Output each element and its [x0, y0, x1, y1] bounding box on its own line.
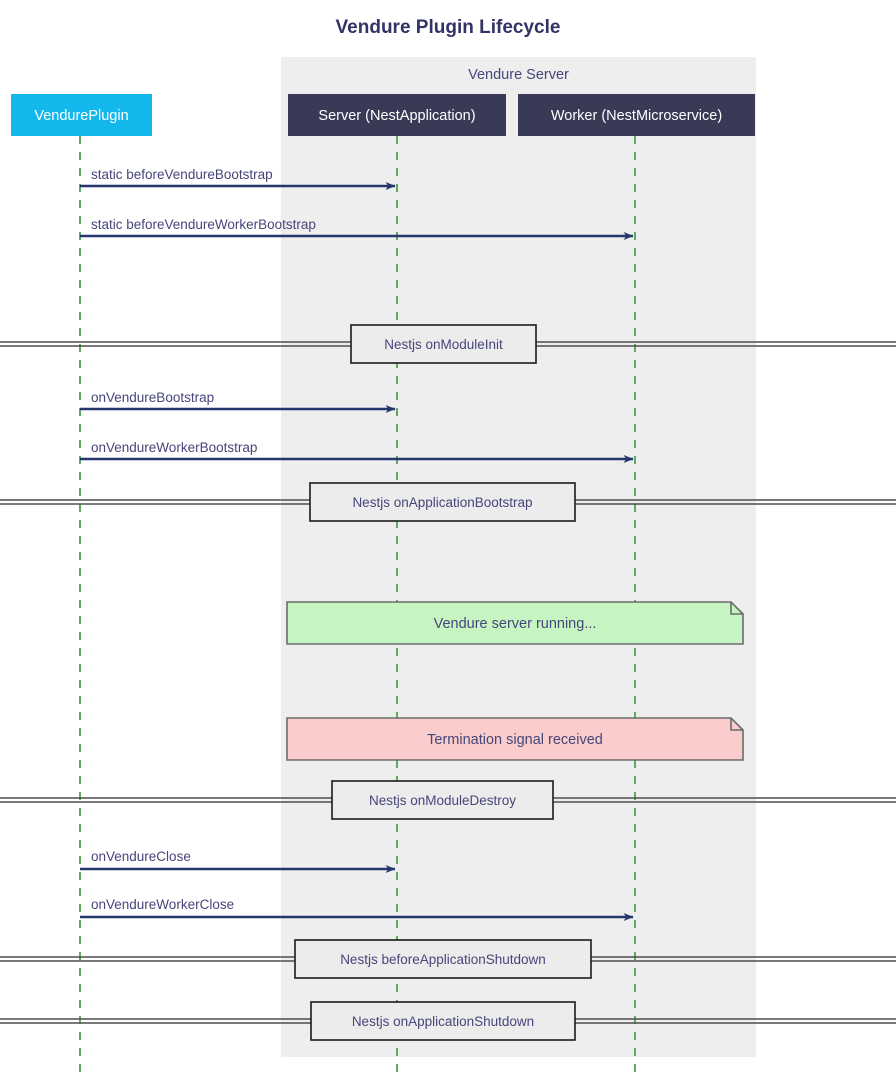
divider-1: Nestjs onApplicationBootstrap	[0, 482, 896, 522]
message-2: onVendureBootstrap	[80, 390, 396, 413]
message-label-2: onVendureBootstrap	[91, 390, 214, 405]
divider-label-2: Nestjs onModuleDestroy	[369, 793, 516, 808]
divider-label-4: Nestjs onApplicationShutdown	[352, 1014, 534, 1029]
note-0: Vendure server running...	[286, 601, 744, 645]
note-1: Termination signal received	[286, 717, 744, 761]
divider-label-3: Nestjs beforeApplicationShutdown	[340, 952, 546, 967]
note-label-1: Termination signal received	[427, 732, 603, 748]
divider-3: Nestjs beforeApplicationShutdown	[0, 939, 896, 979]
message-label-4: onVendureClose	[91, 849, 191, 864]
participant-plugin[interactable]: VendurePlugin	[11, 94, 152, 136]
message-0: static beforeVendureBootstrap	[80, 167, 396, 190]
message-label-0: static beforeVendureBootstrap	[91, 167, 273, 182]
group-background	[281, 57, 756, 1057]
page-title: Vendure Plugin Lifecycle	[336, 17, 561, 38]
message-5: onVendureWorkerClose	[80, 897, 634, 921]
participant-box-server[interactable]	[288, 94, 506, 136]
message-label-3: onVendureWorkerBootstrap	[91, 440, 257, 455]
divider-label-0: Nestjs onModuleInit	[384, 337, 503, 352]
message-3: onVendureWorkerBootstrap	[80, 440, 634, 463]
message-label-1: static beforeVendureWorkerBootstrap	[91, 217, 316, 232]
note-fold-0	[730, 602, 743, 615]
message-1: static beforeVendureWorkerBootstrap	[80, 217, 634, 240]
participant-server[interactable]: Server (NestApplication)	[288, 94, 506, 136]
divider-box-0	[350, 324, 537, 364]
divider-box-2	[331, 780, 554, 820]
participants: VendurePlugin Server (NestApplication) Wor…	[11, 94, 755, 136]
group-vendure-server: Vendure Server	[281, 57, 756, 1057]
participant-label-worker: Worker (NestMicroservice)	[551, 108, 722, 124]
participant-worker[interactable]: Worker (NestMicroservice)	[518, 94, 755, 136]
divider-box-4	[310, 1001, 576, 1041]
participant-label-plugin: VendurePlugin	[34, 108, 128, 124]
divider-2: Nestjs onModuleDestroy	[0, 780, 896, 820]
note-label-0: Vendure server running...	[434, 616, 597, 632]
divider-box-1	[309, 482, 576, 522]
notes: Vendure server running... Termination sig…	[286, 601, 744, 761]
note-body-0	[286, 601, 744, 645]
participant-box-worker[interactable]	[518, 94, 755, 136]
messages: static beforeVendureBootstrap static befo…	[80, 167, 634, 921]
message-4: onVendureClose	[80, 849, 396, 873]
note-fold-1	[730, 718, 743, 731]
note-body-1	[286, 717, 744, 761]
divider-4: Nestjs onApplicationShutdown	[0, 1001, 896, 1041]
participant-label-server: Server (NestApplication)	[318, 108, 475, 124]
divider-box-3	[294, 939, 592, 979]
divider-label-1: Nestjs onApplicationBootstrap	[352, 495, 532, 510]
message-label-5: onVendureWorkerClose	[91, 897, 234, 912]
participant-box-plugin[interactable]	[11, 94, 152, 136]
divider-0: Nestjs onModuleInit	[0, 324, 896, 364]
group-label: Vendure Server	[468, 67, 569, 83]
